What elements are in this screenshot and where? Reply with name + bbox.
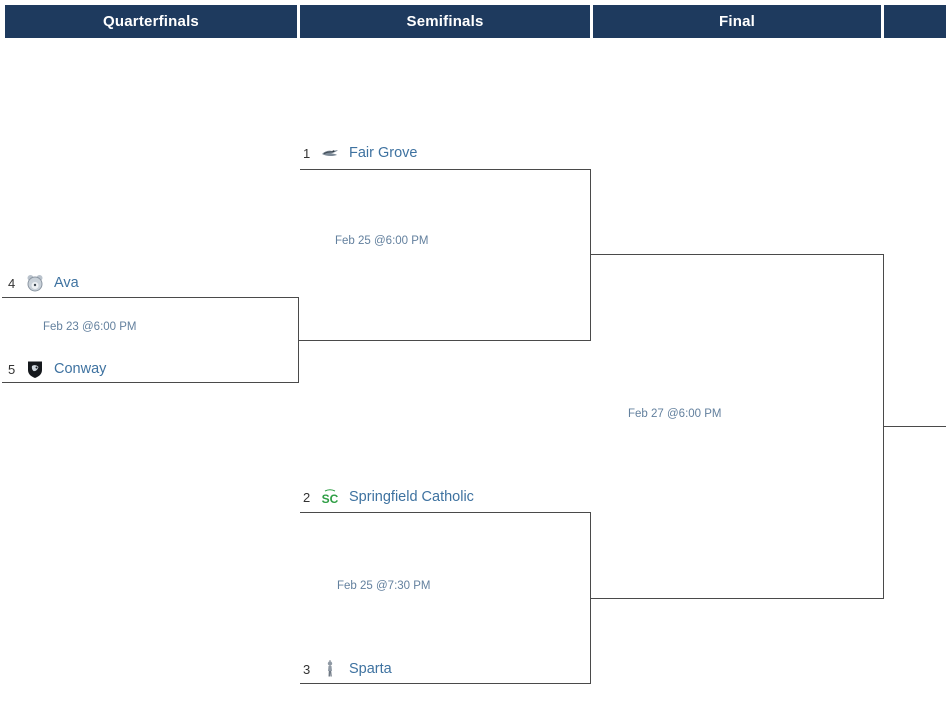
team-entry-ava[interactable]: 4 Ava bbox=[8, 272, 79, 294]
bracket-line-champion bbox=[883, 426, 946, 427]
bracket-line-sf1-vertical bbox=[590, 169, 591, 341]
team-name[interactable]: Springfield Catholic bbox=[349, 489, 474, 505]
seed-number: 5 bbox=[8, 361, 16, 377]
game-time-quarterfinal: Feb 23 @6:00 PM bbox=[43, 321, 137, 333]
seed-number: 1 bbox=[303, 145, 311, 161]
fair-grove-eagle-logo-icon bbox=[320, 143, 340, 163]
game-time-semifinal-1: Feb 25 @6:00 PM bbox=[335, 235, 429, 247]
ava-bear-head-logo-icon bbox=[25, 273, 45, 293]
bracket-line-sf1-bottom bbox=[298, 340, 590, 341]
team-name[interactable]: Conway bbox=[54, 361, 107, 377]
team-entry-fair-grove[interactable]: 1 Fair Grove bbox=[303, 142, 418, 164]
team-entry-sparta[interactable]: 3 Sparta bbox=[303, 658, 392, 680]
seed-number: 2 bbox=[303, 489, 311, 505]
game-time-semifinal-2: Feb 25 @7:30 PM bbox=[337, 580, 431, 592]
bracket-line-qf-top bbox=[2, 297, 299, 298]
svg-text:SC: SC bbox=[322, 492, 339, 506]
team-name[interactable]: Sparta bbox=[349, 661, 392, 677]
seed-number: 3 bbox=[303, 661, 311, 677]
bracket-line-final-top bbox=[590, 254, 883, 255]
sparta-warrior-logo-icon bbox=[320, 659, 340, 679]
bracket-line-sf2-top bbox=[300, 512, 590, 513]
round-header-quarterfinals: Quarterfinals bbox=[5, 5, 297, 38]
team-name[interactable]: Ava bbox=[54, 275, 79, 291]
team-name[interactable]: Fair Grove bbox=[349, 145, 418, 161]
springfield-catholic-sc-logo-icon: SC bbox=[320, 487, 340, 507]
bracket-line-sf2-bottom bbox=[300, 683, 590, 684]
team-entry-springfield-catholic[interactable]: 2 SC Springfield Catholic bbox=[303, 486, 474, 508]
bracket-line-sf1-top bbox=[300, 169, 590, 170]
bracket-line-final-bottom bbox=[590, 598, 883, 599]
round-header-semifinals: Semifinals bbox=[300, 5, 590, 38]
round-header-champion-partial bbox=[884, 5, 946, 38]
round-header-final: Final bbox=[593, 5, 881, 38]
team-entry-conway[interactable]: 5 Conway bbox=[8, 358, 106, 380]
seed-number: 4 bbox=[8, 275, 16, 291]
conway-shield-logo-icon bbox=[25, 359, 45, 379]
game-time-final: Feb 27 @6:00 PM bbox=[628, 408, 722, 420]
bracket-line-qf-bottom bbox=[2, 382, 299, 383]
